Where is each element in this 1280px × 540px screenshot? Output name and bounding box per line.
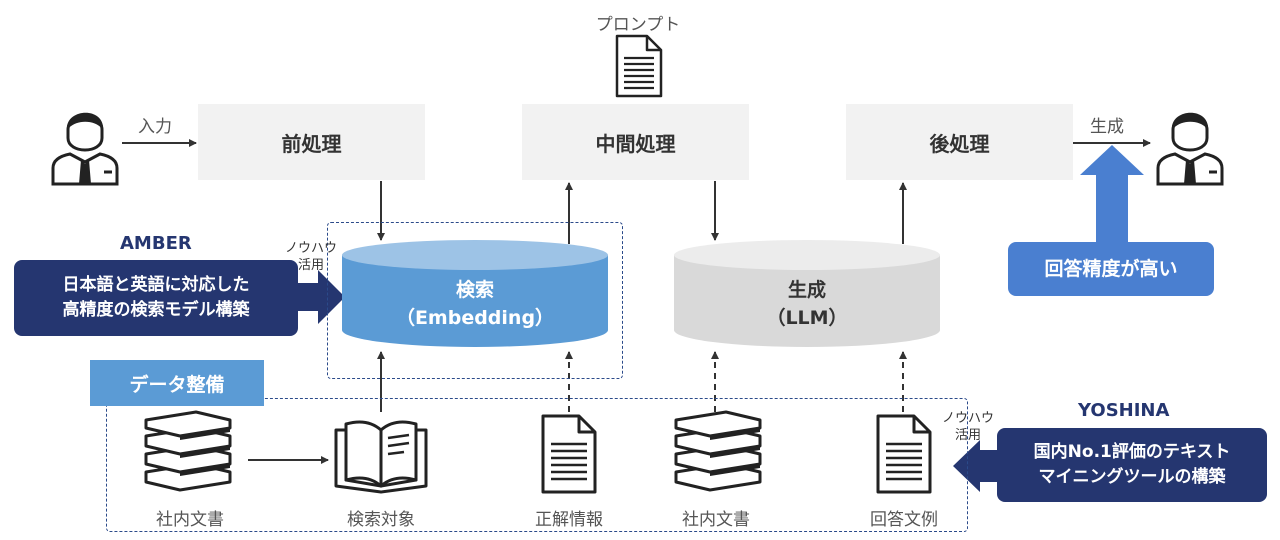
data-group-frame (106, 398, 968, 532)
gen-db-label: 生成 （LLM） (766, 276, 847, 332)
midprocess-label: 中間処理 (595, 131, 676, 156)
document-icon (876, 414, 932, 494)
search-group-frame (327, 222, 623, 379)
books-icon (144, 410, 232, 492)
output-label: 生成 (1090, 117, 1124, 137)
bottom-label-search-target: 検索対象 (347, 510, 415, 530)
yoshina-know-how-1: ノウハウ (942, 411, 995, 426)
midprocess-box: 中間処理 (522, 104, 749, 180)
postprocess-label: 後処理 (929, 131, 990, 156)
yoshina-arrow (953, 440, 1000, 492)
generation-cylinder (674, 240, 940, 347)
search-cylinder (342, 240, 608, 347)
data-prep-tag: データ整備 (90, 360, 264, 406)
yoshina-line-2: マイニングツールの構築 (1038, 467, 1226, 487)
bottom-label-ground-truth: 正解情報 (535, 510, 603, 530)
amber-line-1: 日本語と英語に対応した (62, 275, 250, 295)
search-db-title: 検索 (455, 279, 495, 301)
amber-know-how-2: 活用 (298, 258, 325, 273)
preprocess-box: 前処理 (198, 104, 425, 180)
search-db-label: 検索 （Embedding） (396, 276, 554, 332)
preprocess-label: 前処理 (281, 131, 342, 156)
yoshina-title: YOSHINA (1078, 400, 1170, 421)
document-icon (615, 34, 663, 98)
gen-db-title: 生成 (787, 279, 826, 301)
user-icon-output (1156, 112, 1224, 186)
accuracy-callout: 回答精度が高い (1008, 242, 1214, 296)
postprocess-box: 後処理 (846, 104, 1073, 180)
yoshina-line-1: 国内No.1評価のテキスト (1033, 442, 1231, 462)
gen-db-sub: （LLM） (766, 307, 848, 329)
amber-know-how: ノウハウ 活用 (285, 240, 337, 274)
accuracy-label: 回答精度が高い (1044, 257, 1178, 280)
amber-know-how-1: ノウハウ (285, 241, 338, 256)
amber-arrow (298, 270, 345, 324)
data-prep-label: データ整備 (129, 373, 225, 396)
amber-line-2: 高精度の検索モデル構築 (62, 300, 250, 320)
bottom-label-answer-examples: 回答文例 (870, 510, 938, 530)
search-db-sub: （Embedding） (395, 307, 555, 329)
amber-callout: 日本語と英語に対応した 高精度の検索モデル構築 (14, 260, 298, 336)
yoshina-know-how: ノウハウ 活用 (942, 410, 994, 444)
books-icon (674, 410, 762, 492)
prompt-label: プロンプト (595, 15, 681, 35)
yoshina-callout: 国内No.1評価のテキスト マイニングツールの構築 (997, 428, 1267, 502)
document-icon (541, 414, 597, 494)
yoshina-know-how-2: 活用 (955, 428, 982, 443)
bottom-label-internal-docs-2: 社内文書 (682, 510, 750, 530)
amber-title: AMBER (120, 233, 192, 254)
user-icon-input (51, 112, 119, 186)
bottom-label-internal-docs: 社内文書 (156, 510, 224, 530)
accuracy-arrow (1080, 145, 1144, 246)
input-label: 入力 (138, 117, 172, 137)
open-book-icon (334, 420, 428, 494)
